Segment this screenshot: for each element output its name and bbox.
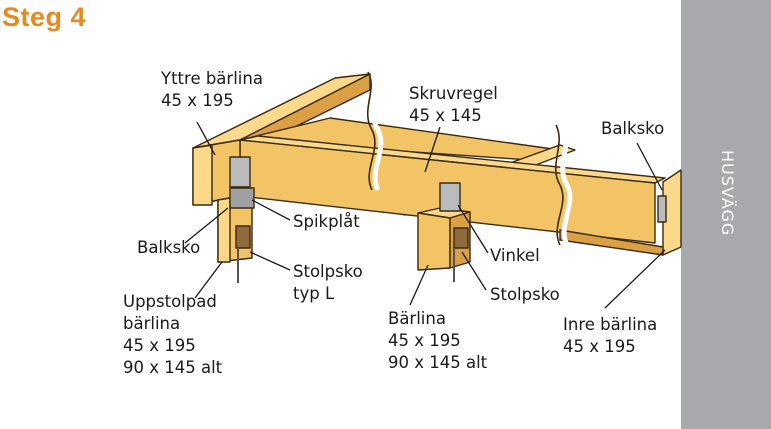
label-stolpsko-typ-l: Stolpsko typ L [293, 261, 363, 305]
label-barlina: Bärlina 45 x 195 90 x 145 alt [388, 308, 487, 374]
label-line: Inre bärlina [563, 315, 658, 334]
label-line: 90 x 145 alt [388, 353, 488, 372]
label-line: Yttre bärlina [161, 69, 263, 88]
break-mark-2 [371, 70, 384, 192]
label-line: Balksko [137, 238, 201, 257]
label-line: Stolpsko [490, 285, 560, 304]
left-post-side [217, 197, 231, 263]
label-line: Bärlina [388, 309, 446, 328]
left-beam-end-face [192, 144, 213, 206]
label-line: Skruvregel [409, 84, 498, 103]
leader-balksko-left [184, 207, 229, 244]
leader-barlina [409, 264, 429, 306]
leader-skruvregel [424, 126, 441, 173]
inner-beam-lower [559, 229, 664, 256]
break-mark-3 [555, 124, 564, 246]
label-line: Vinkel [490, 246, 540, 265]
right-hanger-plate [657, 195, 667, 223]
step-title: Steg 4 [2, 2, 87, 32]
label-yttre-barlina: Yttre bärlina 45 x 195 [161, 68, 263, 112]
label-line: typ L [293, 284, 335, 303]
leader-balksko-right [636, 142, 663, 191]
label-balksko-left: Balksko [137, 237, 200, 259]
label-line: Stolpsko [293, 262, 363, 281]
label-skruvregel: Skruvregel 45 x 145 [409, 83, 498, 127]
leader-uppstolpad [194, 261, 223, 299]
label-spikplat: Spikplåt [293, 211, 360, 233]
label-balksko-right: Balksko [601, 118, 664, 140]
label-line: 45 x 145 [409, 106, 482, 125]
nail-plate [229, 187, 255, 209]
label-line: 45 x 195 [161, 91, 234, 110]
post-shoe-plate [453, 227, 469, 249]
label-line: 45 x 195 [388, 331, 461, 350]
label-inre-barlina: Inre bärlina 45 x 195 [563, 314, 657, 358]
house-wall-label: HUSVÄGG [718, 150, 737, 237]
label-line: Balksko [601, 119, 665, 138]
house-wall [681, 0, 771, 429]
break-mark-1 [367, 71, 376, 191]
break-mark-4 [560, 123, 573, 247]
label-line: bärlina [123, 314, 181, 333]
label-line: Uppstolpad [123, 292, 217, 311]
label-line: Spikplåt [293, 212, 360, 231]
leader-inre [604, 249, 666, 309]
post-shoe-l-plate [235, 225, 251, 249]
leader-yttre [196, 121, 216, 156]
beam-hanger-plate [229, 156, 251, 188]
leader-spikplat [251, 199, 291, 221]
label-line: 90 x 145 alt [123, 358, 223, 377]
leader-stolpsko-l [249, 251, 291, 271]
label-vinkel: Vinkel [490, 245, 540, 267]
leader-vinkel [457, 204, 489, 254]
leader-stolpsko [461, 251, 487, 291]
mid-beam-front [417, 212, 451, 271]
label-line: 45 x 195 [123, 336, 196, 355]
label-stolpsko: Stolpsko [490, 284, 560, 306]
inner-beam-front [662, 169, 682, 256]
label-line: 45 x 195 [563, 337, 636, 356]
angle-plate [439, 182, 461, 212]
label-uppstolpad-barlina: Uppstolpad bärlina 45 x 195 90 x 145 alt [123, 291, 222, 379]
